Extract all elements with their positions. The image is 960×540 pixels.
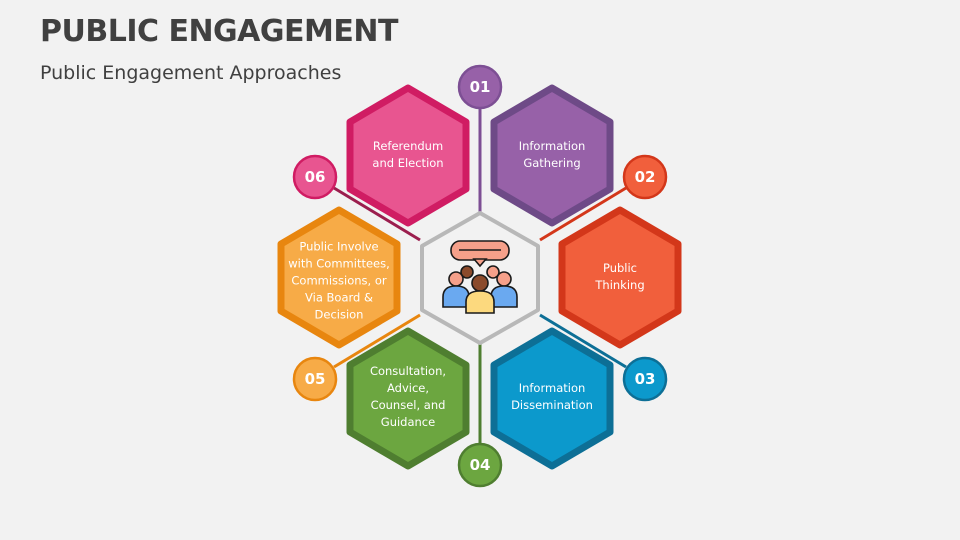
label-line: Information xyxy=(518,139,586,153)
hexagon-label-01: Information Gathering xyxy=(497,138,607,172)
label-line: Public xyxy=(602,261,638,275)
hexagon-label-02: Public Thinking xyxy=(565,260,675,294)
hexagon-label-05: Public Involve with Committees, Commissi… xyxy=(279,239,399,324)
number-label-02: 02 xyxy=(634,168,656,186)
hexagon-04 xyxy=(346,327,470,470)
hexagon-06 xyxy=(346,84,470,227)
hexagon-02 xyxy=(558,206,682,349)
number-label-06: 06 xyxy=(304,168,326,186)
number-circle-02 xyxy=(622,154,668,200)
label-line: Public Involve xyxy=(299,239,379,254)
label-line: Commissions, or xyxy=(291,273,387,288)
number-label-04: 04 xyxy=(469,456,491,474)
number-circle-06 xyxy=(292,154,338,200)
hexagon-05 xyxy=(277,206,401,349)
hexagon-label-04: Consultation, Advice, Counsel, and Guida… xyxy=(353,363,463,431)
connector-06 xyxy=(333,186,421,242)
connector-02 xyxy=(539,186,627,242)
hexagon-label-06: Referendum and Election xyxy=(353,138,463,172)
label-line: Counsel, and xyxy=(370,398,446,412)
label-line: Consultation, xyxy=(369,364,447,378)
hexagon-03 xyxy=(490,327,614,470)
label-line: and Election xyxy=(372,156,444,170)
label-line: Thinking xyxy=(595,278,645,292)
connector-05 xyxy=(333,313,421,369)
label-line: Gathering xyxy=(523,156,581,170)
label-line: Advice, xyxy=(386,381,430,395)
number-circle-04 xyxy=(457,442,503,488)
number-circle-05 xyxy=(292,356,338,402)
connector-03 xyxy=(539,313,627,369)
number-circle-01 xyxy=(457,64,503,110)
group-discussion-icon xyxy=(442,240,518,314)
label-line: Guidance xyxy=(380,415,436,429)
label-line: Dissemination xyxy=(511,398,593,412)
label-line: Decision xyxy=(314,307,364,322)
label-line: Via Board & xyxy=(305,290,373,305)
number-label-01: 01 xyxy=(469,78,491,96)
hexagon-01 xyxy=(490,84,614,227)
label-line: Referendum xyxy=(372,139,444,153)
page-subtitle: Public Engagement Approaches xyxy=(40,62,342,84)
number-circle-03 xyxy=(622,356,668,402)
label-line: with Committees, xyxy=(288,256,390,271)
number-label-05: 05 xyxy=(304,370,326,388)
hexagon-label-03: Information Dissemination xyxy=(497,380,607,414)
label-line: Information xyxy=(518,381,586,395)
page-title: PUBLIC ENGAGEMENT xyxy=(40,14,398,49)
number-label-03: 03 xyxy=(634,370,656,388)
